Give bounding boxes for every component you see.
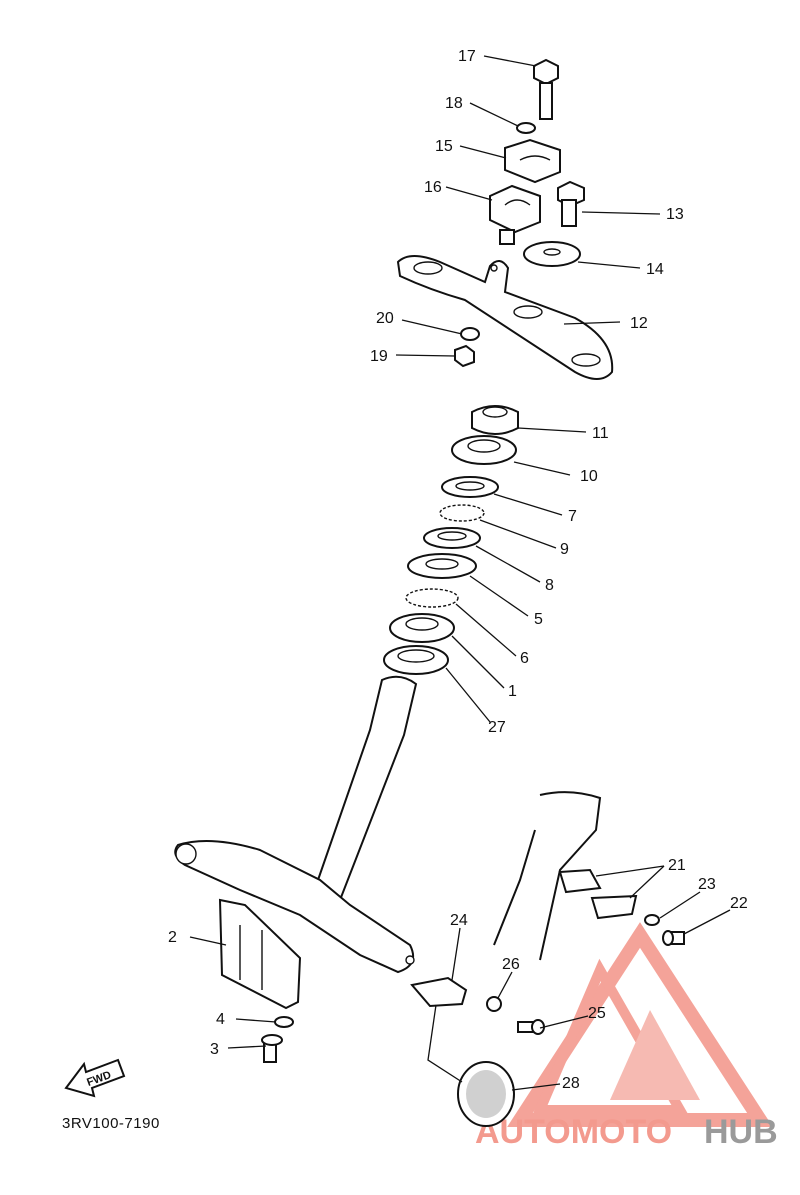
callout-28: 28	[562, 1075, 580, 1092]
part-26-washer	[486, 996, 502, 1012]
part-27-dust-seal	[383, 645, 449, 675]
part-22-bolt	[662, 930, 685, 946]
callout-26: 26	[502, 956, 520, 973]
callout-22: 22	[730, 895, 748, 912]
part-21-clamp	[558, 868, 638, 920]
callout-labels: 17 18 15 16 13 14 12 20 19 11 10 7 9 8 5…	[168, 48, 748, 1092]
callout-25: 25	[588, 1005, 606, 1022]
callout-19: 19	[370, 348, 388, 365]
part-14-washer	[523, 241, 581, 267]
watermark-logo	[507, 922, 773, 1127]
callout-13: 13	[666, 206, 684, 223]
part-10-bearing-cover	[451, 435, 517, 465]
leader-lines	[189, 55, 731, 1091]
callout-21: 21	[668, 857, 686, 874]
part-2-bracket-cover	[218, 898, 302, 1010]
callout-20: 20	[376, 310, 394, 327]
watermark-text-primary: AUTOMOTO	[475, 1113, 672, 1151]
callout-1: 1	[508, 683, 517, 700]
part-24-bracket	[410, 976, 468, 1008]
callout-6: 6	[520, 650, 529, 667]
callout-10: 10	[580, 468, 598, 485]
part-5-bearing-race	[407, 553, 477, 579]
callout-5: 5	[534, 611, 543, 628]
callout-7: 7	[568, 508, 577, 525]
part-fork-tube	[493, 791, 602, 961]
callout-18: 18	[445, 95, 463, 112]
callout-3: 3	[210, 1041, 219, 1058]
part-4-washer	[274, 1016, 294, 1028]
callout-16: 16	[424, 179, 442, 196]
part-3-bolt	[261, 1034, 283, 1063]
callout-11: 11	[592, 425, 609, 442]
part-20-washer	[460, 327, 480, 341]
callout-2: 2	[168, 929, 177, 946]
part-12-handle-crown	[396, 255, 614, 380]
part-6-balls	[405, 588, 459, 608]
diagram-code: 3RV100-7190	[62, 1115, 160, 1132]
part-7-bearing-race	[441, 476, 499, 498]
callout-14: 14	[646, 261, 664, 278]
watermark-text-secondary: HUB	[704, 1113, 778, 1151]
part-15-upper-holder	[504, 138, 561, 184]
callout-12: 12	[630, 315, 648, 332]
part-28-reflector	[427, 1004, 515, 1127]
part-25-bolt	[517, 1019, 545, 1035]
part-1-lower-race	[389, 613, 455, 643]
part-under-bracket	[174, 675, 418, 974]
part-9-balls	[439, 504, 485, 522]
callout-8: 8	[545, 577, 554, 594]
part-11-ring-nut	[471, 405, 519, 435]
callout-17: 17	[458, 48, 476, 65]
callout-15: 15	[435, 138, 453, 155]
part-8-bearing-race	[423, 527, 481, 549]
callout-23: 23	[698, 876, 716, 893]
part-13-bolt	[557, 180, 585, 227]
callout-4: 4	[216, 1011, 225, 1028]
fwd-arrow: FWD	[64, 1058, 126, 1098]
callout-24: 24	[450, 912, 468, 929]
part-19-nut	[454, 344, 475, 368]
part-18-washer	[516, 122, 536, 134]
part-16-lower-holder	[489, 184, 541, 245]
part-17-bolt	[533, 58, 559, 120]
callout-9: 9	[560, 541, 569, 558]
part-23-washer	[644, 914, 660, 926]
callout-27: 27	[488, 719, 506, 736]
